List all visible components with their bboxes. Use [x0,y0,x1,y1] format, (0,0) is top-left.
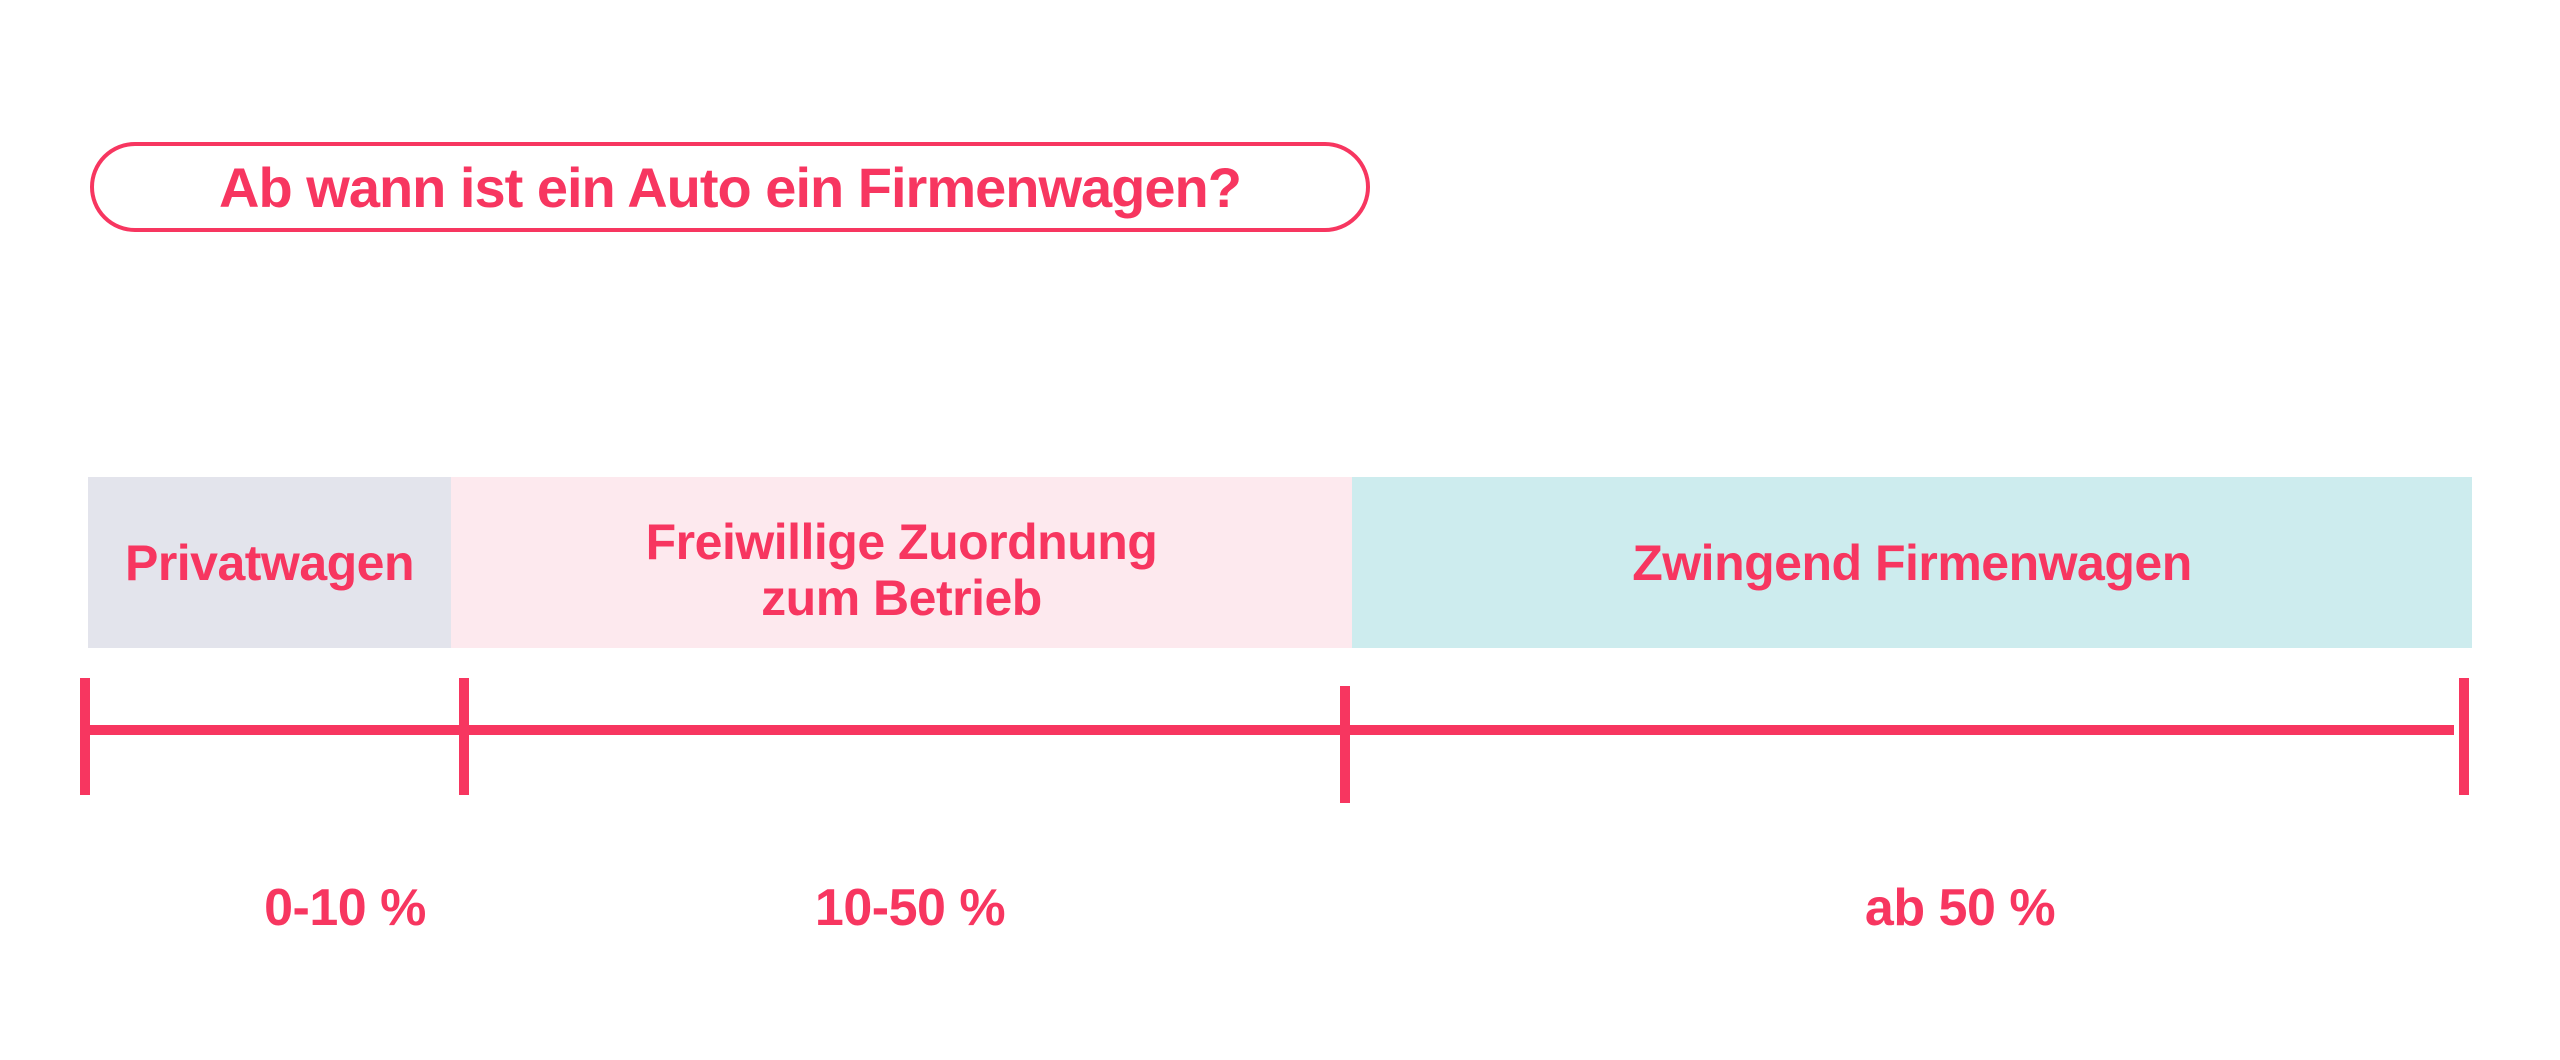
tick-0 [80,678,90,795]
title-pill: Ab wann ist ein Auto ein Firmenwagen? [90,142,1370,232]
scale-axis-line [86,725,2454,735]
range-label-zwingend: ab 50 % [1864,879,2056,937]
band-label: Zwingend Firmenwagen [1632,534,2192,591]
band-freiwillige-zuordnung: Freiwillige Zuordnung zum Betrieb [451,477,1352,648]
band-label: Freiwillige Zuordnung [645,513,1158,570]
band-privatwagen: Privatwagen [88,477,451,648]
tick-50 [1340,686,1350,803]
tick-10 [459,678,469,795]
band-label-line2: zum Betrieb [761,569,1042,626]
band-zwingend-firmenwagen: Zwingend Firmenwagen [1352,477,2472,648]
page-title: Ab wann ist ein Auto ein Firmenwagen? [219,155,1242,219]
tick-end [2459,678,2469,795]
range-label-freiwillig: 10-50 % [814,879,1006,937]
band-label: Privatwagen [124,534,415,591]
range-label-privat: 0-10 % [264,879,426,937]
